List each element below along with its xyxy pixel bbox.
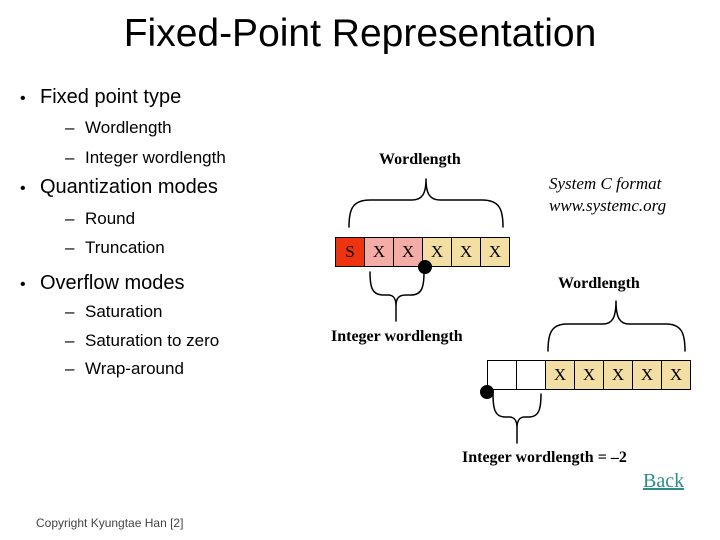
list-item: –Wordlength [65,118,172,138]
bit-cell-empty [516,360,546,390]
bit-cell: X [364,237,394,267]
bullet-marker: • [20,276,26,293]
bit-cell-empty [487,360,517,390]
list-item: • Overflow modes [20,272,185,295]
bit-cell-label: X [401,242,415,261]
bit-cell-label: X [669,365,683,384]
list-item-label: Overflow modes [40,272,185,294]
binary-point-dot [480,385,494,399]
dash-marker: – [65,148,75,167]
bit-cell: X [661,360,691,390]
list-item: –Wrap-around [65,359,184,379]
list-item-label: Fixed point type [40,86,182,108]
diagram2-bit-row: X X X X X [487,360,691,390]
bullet-marker: • [20,90,26,107]
bit-cell: X [603,360,633,390]
list-item: –Integer wordlength [65,148,226,168]
systemc-note-line1: System C format [549,174,662,193]
list-item: • Quantization modes [20,176,218,199]
systemc-note-line2: www.systemc.org [549,196,667,215]
list-item: –Saturation to zero [65,331,219,351]
list-item-label: Quantization modes [40,176,218,198]
diagram2-integer-wordlength-label: Integer wordlength = –2 [462,449,627,466]
diagram1-bit-row: S X X X X X [335,237,510,267]
bit-cell-label: X [582,365,596,384]
systemc-note: System C format www.systemc.org [549,173,666,217]
dash-marker: – [65,238,75,257]
diagram2-wordlength-label: Wordlength [558,275,640,292]
bit-cell-label: X [459,242,473,261]
list-item-label: Saturation [85,302,163,321]
bit-cell-label: X [430,242,444,261]
brace-up-icon [348,178,504,228]
bit-cell-label: X [611,365,625,384]
binary-point-dot [418,260,432,274]
copyright-text: Copyright Kyungtae Han [2] [36,516,184,530]
list-item: • Fixed point type [20,86,181,109]
bit-cell-label: X [488,242,502,261]
bit-cell-label: X [640,365,654,384]
page-title: Fixed-Point Representation [123,12,597,55]
bit-cell: X [574,360,604,390]
bit-cell: X [451,237,481,267]
list-item: –Truncation [65,238,165,258]
list-item: –Saturation [65,302,163,322]
dash-marker: – [65,302,75,321]
bit-cell: X [545,360,575,390]
dash-marker: – [65,331,75,350]
bit-cell: X [480,237,510,267]
dash-marker: – [65,209,75,228]
bit-cell-label: X [553,365,567,384]
dash-marker: – [65,118,75,137]
list-item-label: Integer wordlength [85,148,226,167]
list-item-label: Wrap-around [85,359,184,378]
diagram1-integer-wordlength-label: Integer wordlength [331,328,463,345]
bit-cell-label: X [372,242,386,261]
list-item-label: Round [85,209,136,228]
list-item-label: Wordlength [85,118,172,137]
list-item-label: Truncation [85,238,165,257]
dash-marker: – [65,359,75,378]
brace-up-icon [547,300,686,352]
list-item-label: Saturation to zero [85,331,220,350]
bit-cell: X [393,237,423,267]
back-link[interactable]: Back [643,470,685,492]
bullet-marker: • [20,180,26,197]
diagram1-wordlength-label: Wordlength [379,151,461,168]
brace-down-icon [492,393,542,444]
bit-cell-label: S [345,242,355,261]
brace-down-icon [369,271,425,322]
bit-cell: X [632,360,662,390]
bit-cell-sign: S [335,237,365,267]
list-item: –Round [65,209,135,229]
